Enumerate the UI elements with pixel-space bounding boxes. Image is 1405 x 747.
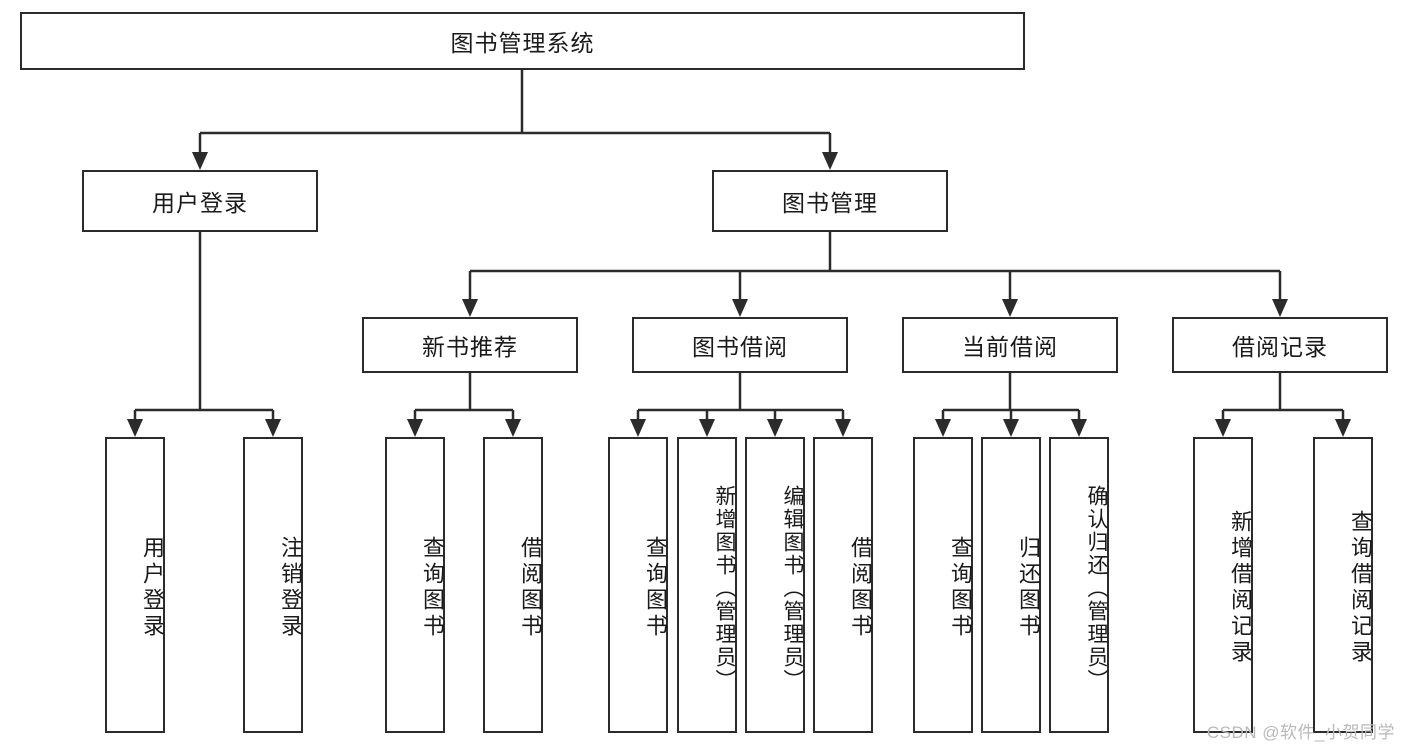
watermark: CSDN @软件_小贺同学: [1206, 723, 1395, 742]
node-leaf-3[interactable]: 查询图书: [385, 437, 445, 733]
node-leaf-10[interactable]: 归还图书: [981, 437, 1041, 733]
node-level3-4[interactable]: 借阅记录: [1172, 317, 1388, 373]
node-level3-1[interactable]: 新书推荐: [362, 317, 578, 373]
node-leaf-9[interactable]: 查询图书: [913, 437, 973, 733]
node-leaf-label: 确认归还（管理员）: [1085, 484, 1108, 692]
node-leaf-label: 借阅图书: [848, 536, 873, 640]
node-leaf-5[interactable]: 查询图书: [608, 437, 668, 733]
node-leaf-label: 借阅图书: [518, 536, 543, 640]
node-leaf-label: 新增借阅记录: [1228, 510, 1253, 666]
node-leaf-label: 查询图书: [420, 536, 445, 640]
node-leaf-label: 编辑图书（管理员）: [781, 484, 804, 692]
node-leaf-7[interactable]: 编辑图书（管理员）: [745, 437, 805, 733]
node-leaf-1[interactable]: 用户登录: [105, 437, 165, 733]
node-level2-1[interactable]: 用户登录: [82, 170, 318, 232]
node-level2-label: 用户登录: [152, 190, 248, 216]
node-level3-label: 当前借阅: [962, 334, 1058, 360]
node-leaf-11[interactable]: 确认归还（管理员）: [1049, 437, 1109, 733]
node-leaf-12[interactable]: 新增借阅记录: [1193, 437, 1253, 733]
node-root[interactable]: 图书管理系统: [20, 12, 1025, 70]
node-level3-label: 图书借阅: [692, 334, 788, 360]
node-root-label: 图书管理系统: [450, 30, 595, 56]
node-leaf-label: 查询借阅记录: [1348, 510, 1373, 666]
node-leaf-13[interactable]: 查询借阅记录: [1313, 437, 1373, 733]
node-level3-label: 借阅记录: [1232, 334, 1328, 360]
node-level2-label: 图书管理: [782, 190, 878, 216]
node-leaf-6[interactable]: 新增图书（管理员）: [677, 437, 737, 733]
node-leaf-8[interactable]: 借阅图书: [813, 437, 873, 733]
node-leaf-label: 归还图书: [1016, 536, 1041, 640]
node-leaf-4[interactable]: 借阅图书: [483, 437, 543, 733]
node-leaf-label: 新增图书（管理员）: [713, 484, 736, 692]
node-level2-2[interactable]: 图书管理: [712, 170, 948, 232]
node-level3-label: 新书推荐: [422, 334, 518, 360]
node-leaf-label: 查询图书: [948, 536, 973, 640]
node-leaf-label: 注销登录: [278, 536, 303, 640]
node-leaf-label: 查询图书: [643, 536, 668, 640]
node-level3-3[interactable]: 当前借阅: [902, 317, 1118, 373]
node-level3-2[interactable]: 图书借阅: [632, 317, 848, 373]
node-leaf-2[interactable]: 注销登录: [243, 437, 303, 733]
node-leaf-label: 用户登录: [140, 536, 165, 640]
